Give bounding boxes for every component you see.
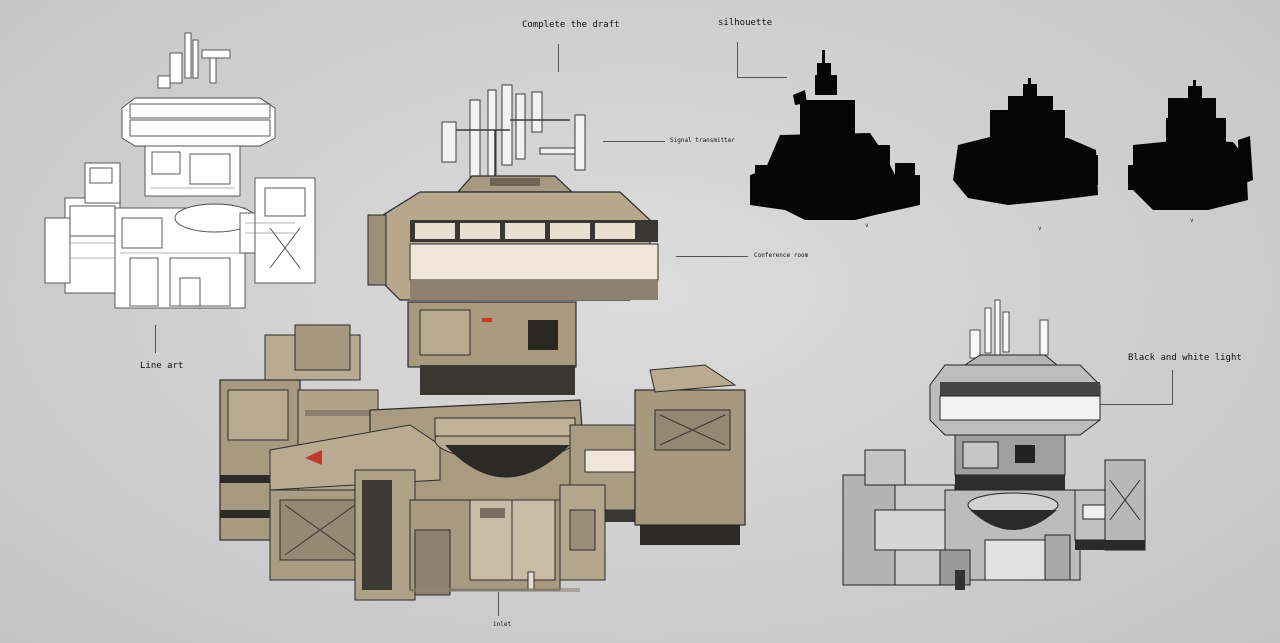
leader-line-draft — [558, 44, 559, 72]
label-black-and-white-light: Black and white light — [1128, 353, 1242, 363]
leader-line-bw-h — [1100, 404, 1172, 405]
bw-light-building — [842, 299, 1146, 590]
silhouette-3: v — [1128, 80, 1253, 224]
label-line-art: Line art — [140, 361, 184, 371]
leader-line-silhouette-v — [737, 42, 738, 77]
main-color-building — [219, 84, 746, 601]
silhouette-1: v — [750, 50, 920, 229]
leader-line-silhouette-h — [737, 77, 787, 78]
line-art-building — [44, 32, 316, 309]
leader-line-lineart — [155, 325, 156, 353]
label-complete-the-draft: Complete the draft — [522, 20, 620, 30]
label-silhouette: silhouette — [718, 18, 773, 28]
svg-text:v: v — [865, 222, 869, 229]
leader-line-inlet — [498, 592, 499, 616]
silhouette-2: v — [953, 78, 1098, 232]
label-inlet: inlet — [493, 621, 512, 628]
svg-text:v: v — [1190, 217, 1194, 224]
label-signal-transmitter: Signal transmitter — [670, 137, 736, 144]
svg-text:v: v — [1038, 225, 1042, 232]
leader-line-conference — [676, 256, 748, 257]
label-conference-room: Conference room — [754, 252, 809, 259]
leader-line-bw-v — [1172, 370, 1173, 405]
leader-line-signal — [603, 141, 665, 142]
